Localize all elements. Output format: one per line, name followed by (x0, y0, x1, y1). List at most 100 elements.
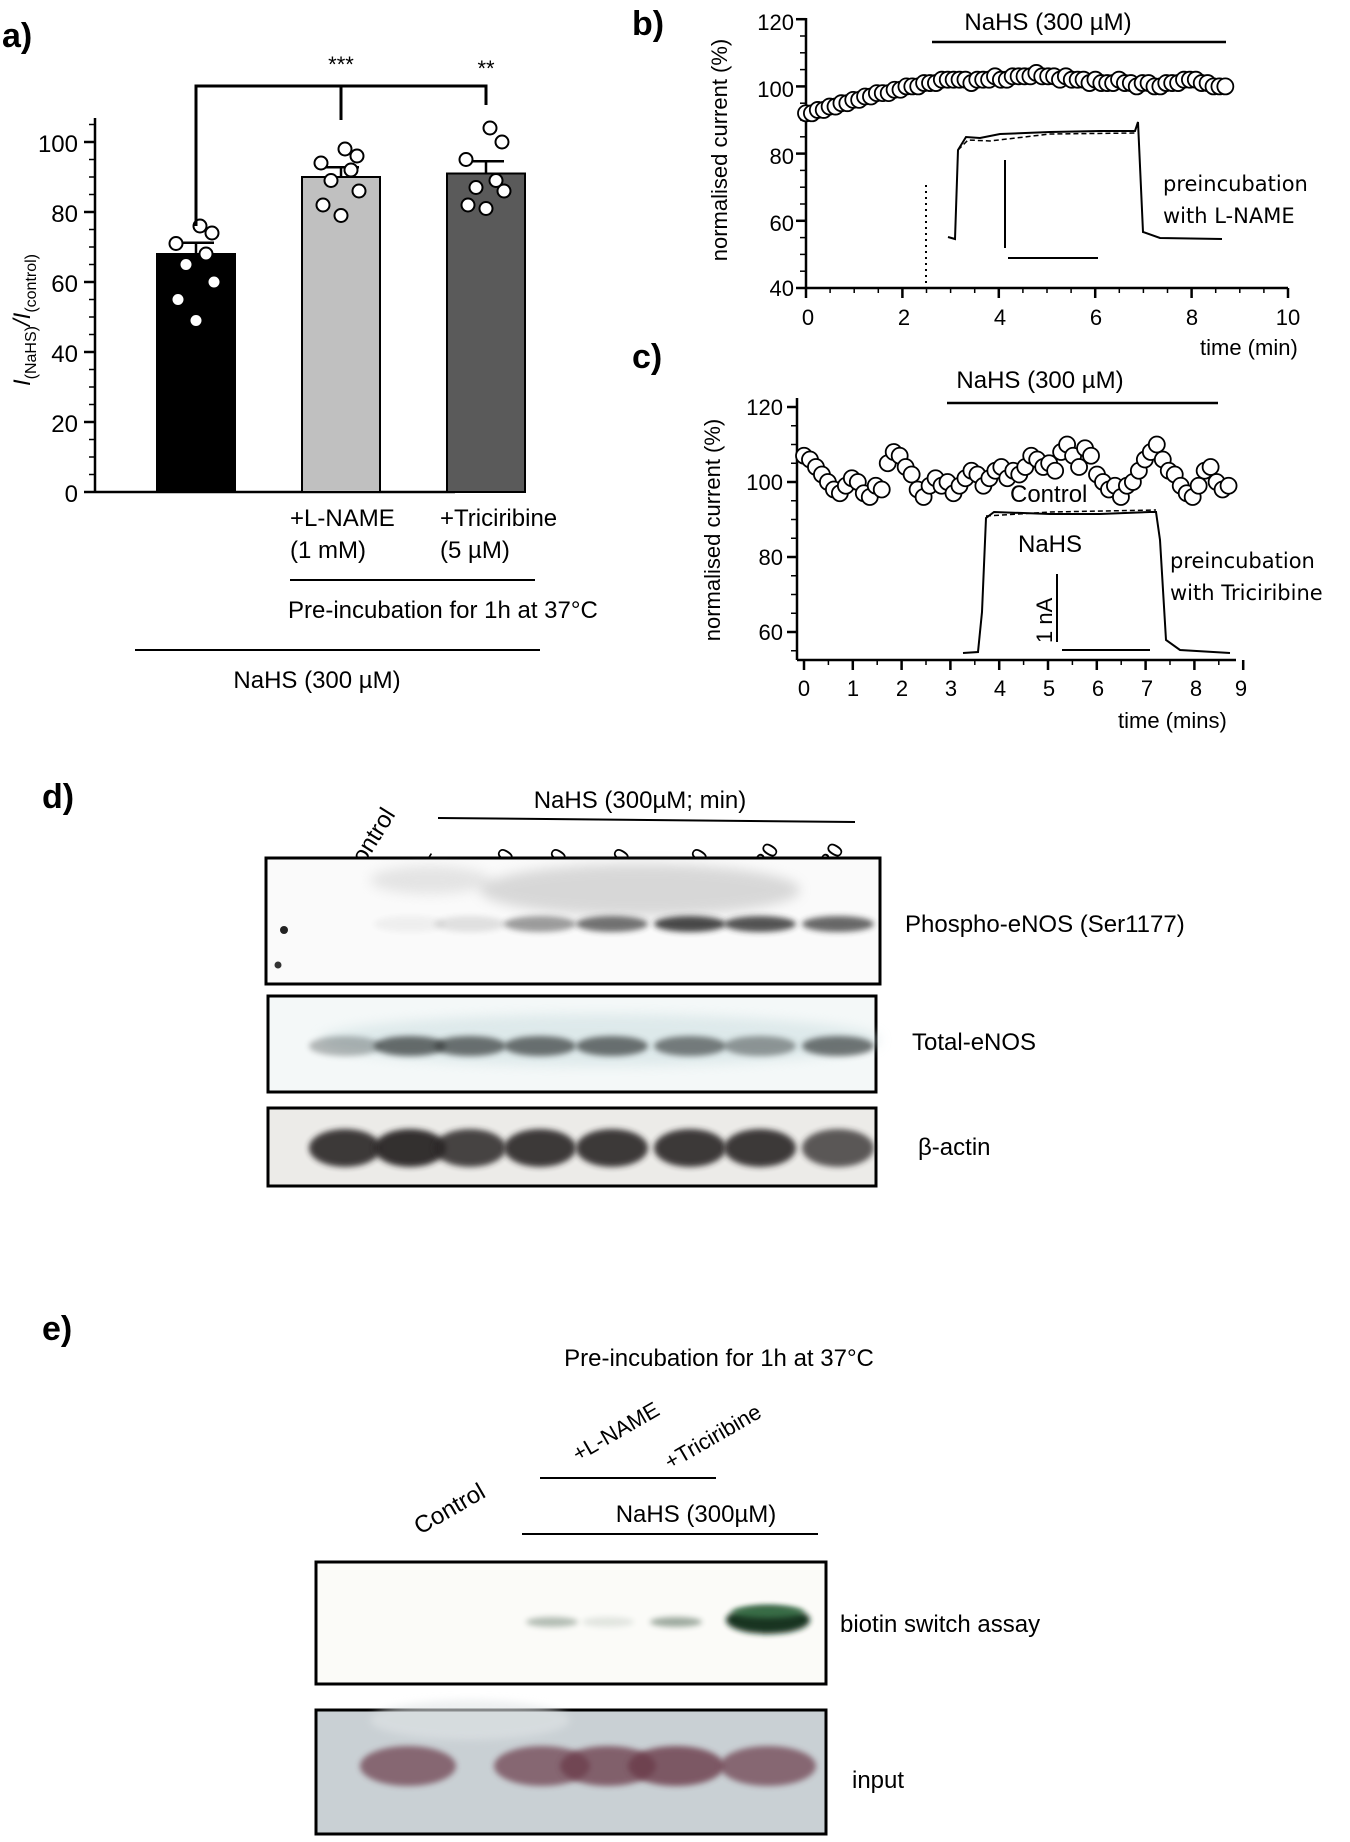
blot-band (724, 916, 796, 932)
panel-e-blot-input-label: input (852, 1767, 904, 1794)
blot-band (504, 916, 576, 932)
data-point (170, 292, 186, 307)
panel-c-trace-nahs: NaHS (1018, 531, 1082, 558)
data-point (1046, 461, 1065, 480)
panel-c-xlabel: time (mins) (1118, 708, 1227, 733)
panel-d-blot-phospho-label: Phospho-eNOS (Ser1177) (905, 911, 1185, 938)
blot-band (654, 1036, 726, 1056)
panel-c-xtick-3: 3 (945, 676, 957, 701)
panel-b-inset-trace (947, 121, 1223, 259)
blot-band (526, 1617, 578, 1627)
panel-c-xtick-8: 8 (1190, 676, 1202, 701)
data-point (198, 246, 214, 262)
panel-a-ylabel: I(NaHS)/I(control) (9, 254, 40, 386)
data-point (460, 197, 476, 213)
panel-a-significance (194, 84, 488, 226)
data-point (343, 162, 359, 178)
panel-b-inset-label-1: preincubation (1163, 172, 1308, 196)
data-point (478, 201, 494, 216)
panel-c-xtick-2: 2 (896, 676, 908, 701)
data-point (188, 313, 204, 328)
panel-e-triciribine-label: +Triciribine (660, 1399, 766, 1474)
panel-a-cat-tric-1: +Triciribine (440, 505, 557, 532)
panel-a-ylabel-sub2: (control) (23, 254, 40, 313)
data-point (1189, 476, 1208, 495)
panel-c-ytick-120: 120 (746, 395, 783, 420)
data-point (315, 197, 331, 213)
panel-b-ytick-80: 80 (770, 144, 794, 169)
panel-b-xtick-2: 2 (898, 305, 910, 330)
blot-band (374, 1036, 446, 1056)
panel-a-cat-tric-2: (5 µM) (440, 537, 510, 564)
panel-c-xtick-4: 4 (994, 676, 1006, 701)
blot-band (654, 1129, 726, 1167)
panel-b-ytick-120: 120 (757, 10, 794, 35)
panel-c-inset-trace (962, 509, 1231, 654)
blot-band (434, 916, 506, 932)
panel-e-blot-biotin-label: biotin switch assay (840, 1611, 1040, 1638)
data-point (204, 225, 220, 241)
panel-b-inset-label-2: with L-NAME (1163, 204, 1295, 228)
data-point (351, 183, 367, 199)
blot-band (802, 1036, 874, 1056)
panel-a-letter: a) (2, 17, 32, 55)
panel-c-ytick-60: 60 (759, 620, 783, 645)
panel-d-letter: d) (42, 778, 74, 816)
blot-band (802, 1129, 874, 1167)
blot-band (720, 1746, 816, 1786)
panel-c-letter: c) (632, 338, 662, 376)
panel-a-ylabel-i2: /I (9, 312, 36, 328)
panel-d-blot-phospho (264, 856, 882, 986)
data-point (337, 141, 353, 157)
panel-b-xlabel: time (min) (1200, 335, 1298, 360)
data-point (1201, 458, 1220, 476)
data-point (494, 134, 510, 150)
data-point (323, 173, 339, 188)
panel-a-preinc-label: Pre-incubation for 1h at 37°C (288, 597, 598, 624)
blot-band (650, 1617, 702, 1627)
panel-d-treatment-label: NaHS (300µM; min) (534, 787, 747, 814)
panel-b-xtick-6: 6 (1090, 305, 1102, 330)
blot-band (309, 1129, 381, 1167)
data-point (496, 183, 512, 199)
blot-band (434, 1036, 506, 1056)
blot-band (576, 1036, 648, 1056)
panel-a-ytick-80: 80 (51, 201, 78, 228)
data-point (482, 120, 498, 136)
data-point (349, 148, 365, 164)
data-point (1147, 435, 1166, 454)
panel-b-xtick-8: 8 (1186, 305, 1198, 330)
data-point (1070, 458, 1088, 476)
panel-c-treatment-label: NaHS (300 µM) (956, 367, 1123, 394)
blot-band (504, 1036, 576, 1056)
blot-band (732, 1606, 804, 1618)
blot-band (504, 1129, 576, 1167)
panel-a-ylabel-i1: I (9, 379, 36, 386)
panel-a-ytick-20: 20 (51, 411, 78, 438)
blot-band (802, 916, 874, 932)
blot-band (374, 1129, 446, 1167)
panel-d-blot-actin (266, 1106, 878, 1188)
data-point (1082, 446, 1100, 465)
panel-c-inset-label-2: with Triciribine (1170, 581, 1323, 605)
panel-c-trace-control: Control (1010, 481, 1087, 508)
panel-e-blot-biotin (314, 1560, 828, 1686)
panel-b-axes (796, 17, 1290, 298)
panel-e-treatment-label: NaHS (300µM) (616, 1501, 777, 1528)
blot-band (374, 916, 446, 932)
panel-c-ytick-100: 100 (746, 470, 783, 495)
blot-band (724, 1129, 796, 1167)
blot-band (654, 916, 726, 932)
panel-a-ytick-40: 40 (51, 341, 78, 368)
panel-e-lname-label: +L-NAME (568, 1397, 664, 1467)
panel-a-cat-lname-2: (1 mM) (290, 537, 366, 564)
data-point (872, 480, 891, 499)
panel-d-blot-total (266, 994, 880, 1094)
panel-b-letter: b) (632, 5, 664, 43)
data-point (206, 274, 222, 290)
panel-e-blot-input (314, 1700, 828, 1836)
